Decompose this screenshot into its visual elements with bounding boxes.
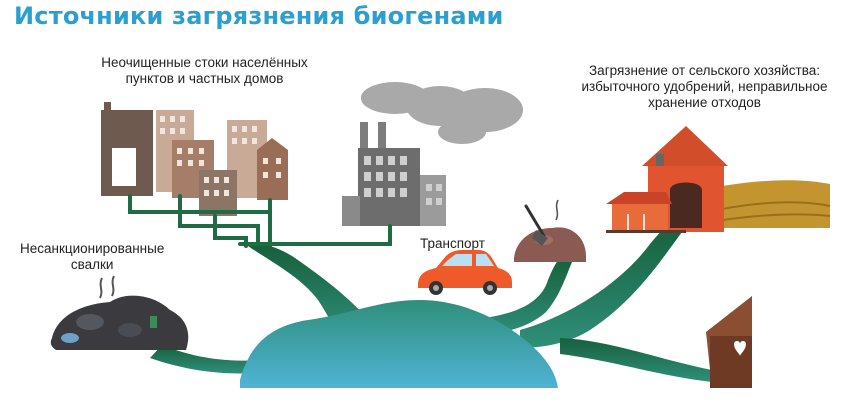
sewage-pipes <box>128 194 392 248</box>
car-icon <box>418 250 512 295</box>
label-sewage: Неочищенные стоки населённых пунктов и ч… <box>82 55 327 87</box>
manure-pile-icon <box>514 199 586 262</box>
label-agriculture-line3: хранение отходов <box>648 95 761 110</box>
lake <box>240 300 558 388</box>
label-agriculture-line2: избыточного удобрений, неправильное <box>581 79 828 94</box>
landfill-icon <box>50 275 189 350</box>
smoke-cloud-icon <box>361 82 523 144</box>
page-title: Источники загрязнения биогенами <box>14 2 504 30</box>
label-landfill-line2: свалки <box>70 257 114 272</box>
label-agriculture: Загрязнение от сельского хозяйства: избы… <box>562 63 847 111</box>
label-landfill-line1: Несанкционированные <box>20 241 165 256</box>
farm-house-icon <box>606 126 831 233</box>
outhouse-icon <box>706 296 752 388</box>
label-landfill: Несанкционированные свалки <box>20 241 164 273</box>
label-transport: Транспорт <box>420 236 485 251</box>
label-sewage-line1: Неочищенные стоки населённых <box>101 55 308 70</box>
label-agriculture-line1: Загрязнение от сельского хозяйства: <box>589 63 820 78</box>
factory-icon <box>342 122 446 226</box>
city-buildings-icon <box>101 102 288 216</box>
label-sewage-line2: пунктов и частных домов <box>125 71 284 86</box>
